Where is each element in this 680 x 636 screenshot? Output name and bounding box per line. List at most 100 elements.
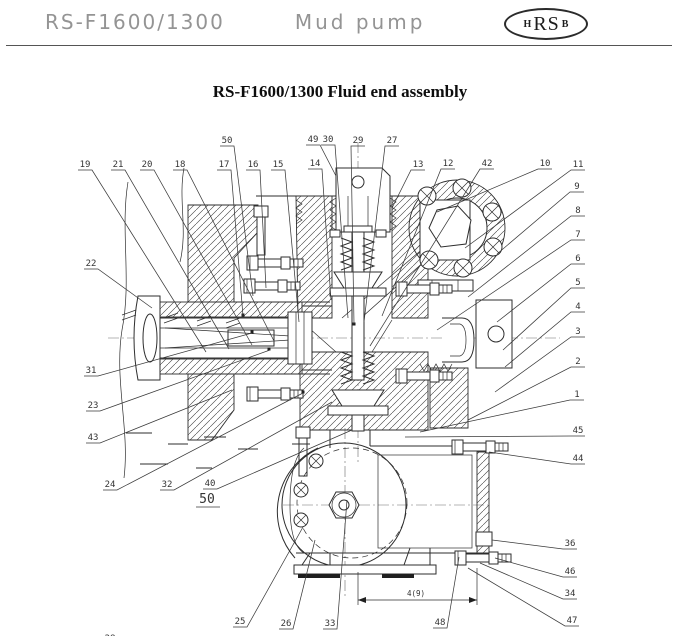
piston-rod-assembly [133,295,332,381]
header-model: RS-F1600/1300 [45,10,225,34]
callout-10: 10 [436,159,552,213]
svg-text:13: 13 [413,160,424,170]
callout-25: 25 [233,526,304,628]
callout-44: 44 [488,451,585,465]
callout-29: 29 [350,136,365,325]
callout-14: 14 [308,159,332,301]
header-divider [6,45,672,46]
callout-2: 2 [467,357,585,421]
svg-text:5: 5 [575,278,580,288]
callout-27: 27 [363,136,399,323]
callout-3: 3 [494,327,585,393]
callout-15: 15 [271,160,300,323]
callout-7: 7 [436,230,585,331]
callout-19: 19 [78,160,207,353]
svg-text:11: 11 [573,160,584,170]
svg-text:32: 32 [162,480,173,490]
page-header: RS-F1600/1300 Mud pump [45,10,425,34]
callout-36: 36 [491,539,577,550]
suction-manifold [276,430,512,578]
svg-text:26: 26 [281,619,292,629]
page-title: RS-F1600/1300 Fluid end assembly [212,82,468,101]
callout-43: 43 [86,389,233,444]
svg-text:40: 40 [205,479,216,489]
callout-48: 48 [433,556,460,629]
logo-letters-rs: RS [533,12,560,35]
svg-text:43: 43 [88,433,99,443]
svg-text:24: 24 [105,480,116,490]
svg-text:23: 23 [88,401,99,411]
logo-letter-h: H [523,18,532,30]
svg-text:4: 4 [575,302,580,312]
svg-text:27: 27 [387,136,398,146]
svg-text:47: 47 [567,616,578,626]
svg-text:45: 45 [573,426,584,436]
svg-text:15: 15 [273,160,284,170]
svg-text:20: 20 [142,160,153,170]
callout-30: 30 [321,135,349,319]
callout-13: 13 [391,160,425,209]
callout-16: 16 [246,160,267,289]
callout-46: 46 [494,557,577,578]
clevis-bracket [442,299,513,369]
callout-33: 33 [323,499,348,630]
callout-12: 12 [381,159,455,317]
svg-text:3: 3 [575,327,580,337]
callout-17: 17 [217,160,244,317]
callout-26: 26 [279,539,316,630]
callout-40: 40 [203,429,353,490]
svg-text:44: 44 [573,454,584,464]
svg-text:25: 25 [235,617,246,627]
callout-8: 8 [467,206,585,298]
svg-text:42: 42 [482,159,493,169]
callout-34: 34 [479,562,577,600]
svg-text:9: 9 [574,182,579,192]
svg-text:28: 28 [105,634,116,636]
svg-text:14: 14 [310,159,321,169]
callout-31: 31 [84,332,253,377]
svg-text:8: 8 [575,206,580,216]
callout-4: 4 [504,302,585,368]
svg-text:49: 49 [308,135,319,145]
callout-1: 1 [419,390,584,433]
svg-text:12: 12 [443,159,454,169]
svg-text:36: 36 [565,539,576,549]
svg-text:17: 17 [219,160,230,170]
svg-text:6: 6 [575,254,580,264]
callout-21: 21 [111,160,230,350]
svg-text:16: 16 [248,160,259,170]
callout-24: 24 [103,392,304,491]
callout-22: 22 [84,259,153,309]
svg-text:46: 46 [565,567,576,577]
callout-11: 11 [464,160,585,249]
svg-text:19: 19 [80,160,91,170]
callout-20: 20 [140,160,253,346]
svg-text:31: 31 [86,366,97,376]
callout-47: 47 [467,567,579,627]
svg-text:2: 2 [575,357,580,367]
svg-text:50: 50 [199,492,215,507]
svg-text:21: 21 [113,160,124,170]
callout-18: 18 [173,160,275,342]
callout-42: 42 [369,159,494,347]
callout-23: 23 [86,349,271,412]
logo-letter-b: B [561,18,569,30]
callout-9: 9 [496,182,584,255]
dimension-label: 4(9) [407,589,425,598]
svg-text:50: 50 [222,136,233,146]
svg-text:34: 34 [565,589,576,599]
dimension-annotation: 4(9) [357,568,478,605]
svg-text:33: 33 [325,619,336,629]
svg-text:22: 22 [86,259,97,269]
brand-logo: H RS B [504,8,588,40]
callout-50-top: 50 [220,136,254,297]
svg-text:7: 7 [575,230,580,240]
section-label-50: 50 [196,492,220,508]
header-product: Mud pump [294,10,426,34]
callout-45: 45 [404,426,585,438]
svg-text:30: 30 [323,135,334,145]
svg-text:10: 10 [540,159,551,169]
callout-49: 49 [306,135,337,177]
callout-6: 6 [496,254,585,323]
